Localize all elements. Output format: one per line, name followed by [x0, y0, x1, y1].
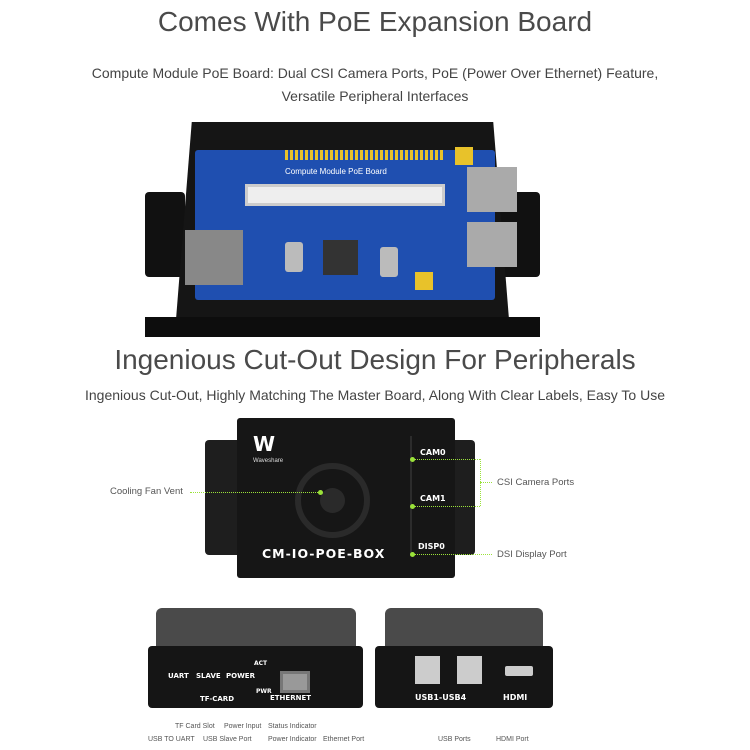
hdmi-label: HDMI — [503, 693, 528, 702]
cam0-label: CAM0 — [420, 448, 446, 457]
disp0-label: DISP0 — [418, 542, 445, 551]
front-box-photo: UART SLAVE POWER TF-CARD ACT PWR ETHERNE… — [148, 608, 363, 708]
tf-card-label: TF-CARD — [200, 695, 235, 703]
cam1-label: CAM1 — [420, 494, 446, 503]
logo-text: Waveshare — [253, 458, 284, 464]
callout-pwr: Power Indicator — [268, 736, 317, 743]
power-label: POWER — [226, 672, 255, 680]
poe-board-photo: Compute Module PoE Board — [145, 122, 540, 337]
ethernet-label: ETHERNET — [270, 694, 312, 702]
callout-slave: USB Slave Port — [203, 736, 252, 743]
callout-dsi: DSI Display Port — [497, 549, 567, 560]
slave-label: SLAVE — [196, 672, 221, 680]
callout-tf: TF Card Slot — [175, 723, 215, 730]
usb-label: USB1-USB4 — [415, 693, 467, 702]
uart-label: UART — [168, 672, 189, 680]
callout-csi: CSI Camera Ports — [497, 477, 575, 488]
callout-status: Status Indicator — [268, 723, 317, 730]
callout-fan: Cooling Fan Vent — [110, 486, 183, 497]
callout-hdmi: HDMI Port — [496, 736, 529, 743]
section2-subtitle: Ingenious Cut-Out, Highly Matching The M… — [85, 387, 665, 403]
section2-title: Ingenious Cut-Out Design For Peripherals — [114, 344, 636, 375]
section1-subtitle-1: Compute Module PoE Board: Dual CSI Camer… — [91, 65, 659, 81]
callout-ethernet: Ethernet Port — [323, 736, 365, 743]
board-label: Compute Module PoE Board — [285, 167, 387, 176]
waveshare-logo-icon: W — [253, 432, 276, 456]
section1-subtitle-2: Versatile Peripheral Interfaces — [281, 88, 469, 104]
back-box-photo: USB1-USB4 HDMI — [375, 608, 553, 708]
callout-power-input: Power Input — [224, 723, 262, 730]
fan-vent-icon — [295, 463, 370, 538]
callout-uart: USB TO UART — [148, 736, 195, 743]
callout-usb: USB Ports — [438, 736, 471, 743]
act-label: ACT — [254, 660, 268, 667]
box-name: CM-IO-POE-BOX — [262, 546, 386, 561]
section1-title: Comes With PoE Expansion Board — [157, 6, 593, 37]
pwr-label: PWR — [256, 688, 272, 695]
